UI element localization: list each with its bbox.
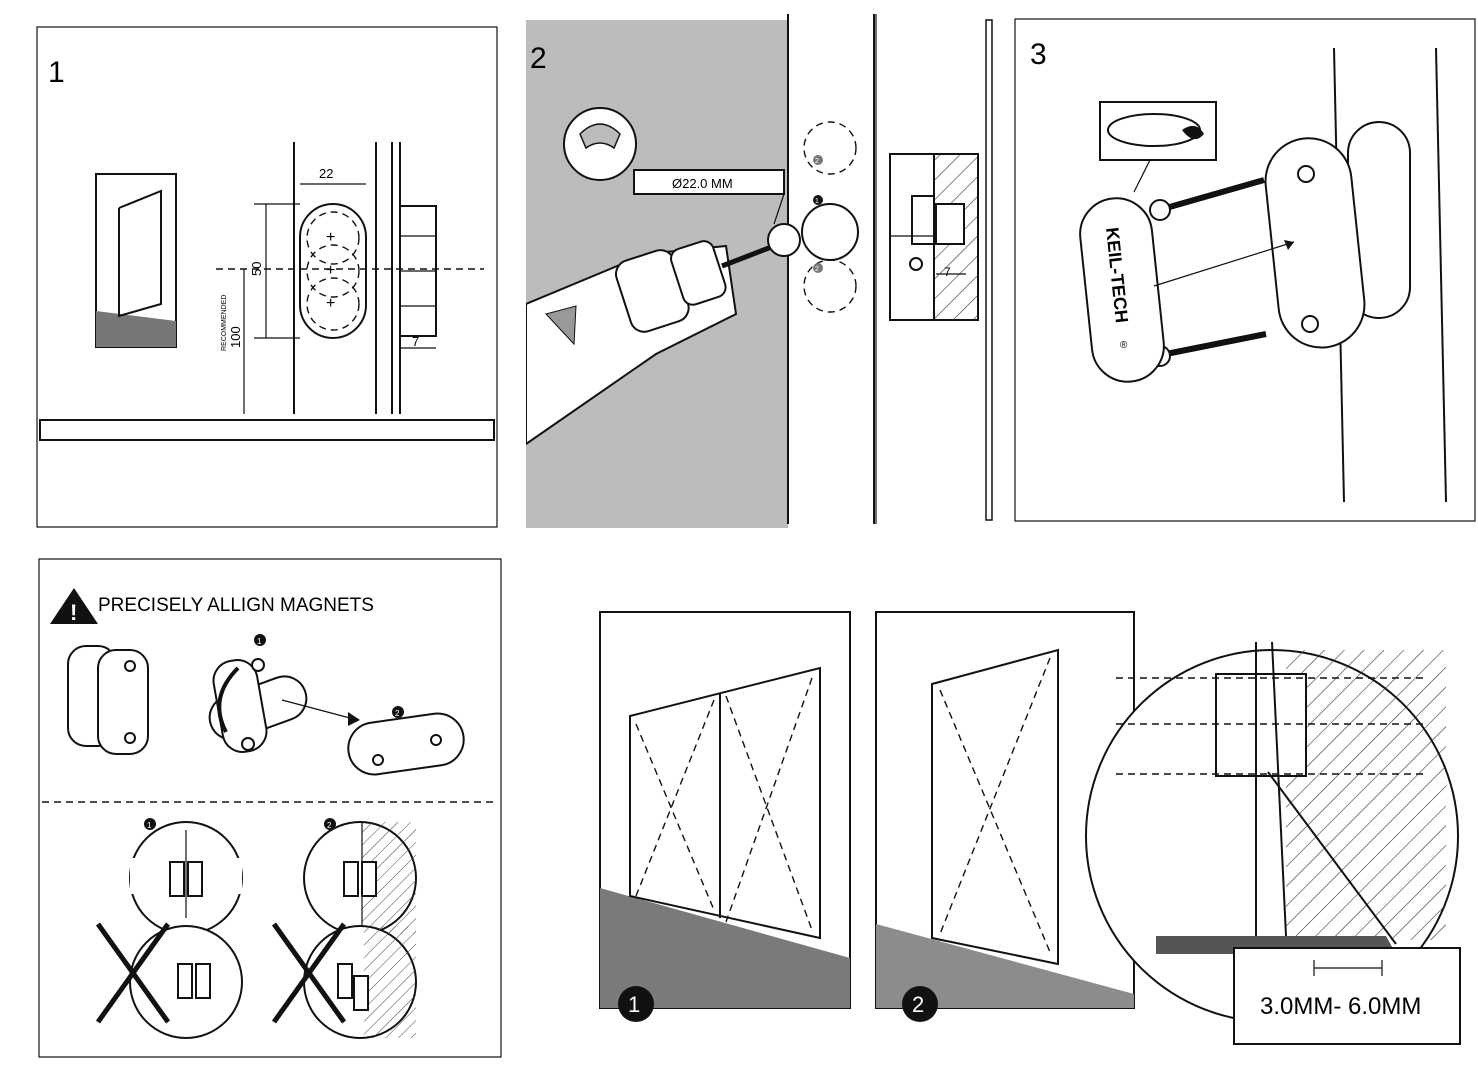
step-2-diagram: 2 Ø22.0 MM 2 1 2 7 [525, 14, 993, 528]
alignment-correct-1: 1 [129, 818, 243, 935]
floor-plank [39, 419, 495, 441]
panel-door-gap: 1 2 3.0MM- 6.0MM [596, 606, 1472, 1050]
panel-step-1: 1 + + + 22 50 RECOMMEND [36, 26, 498, 528]
dim-width: 22 [319, 166, 333, 181]
circle-marker-1: 1 [147, 821, 152, 830]
step-number: 1 [48, 56, 65, 89]
align-diagram: ! PRECISELY ALLIGN MAGNETS 1 2 [38, 558, 502, 1058]
bit-detail-icon [563, 107, 637, 181]
step-number: 3 [1030, 38, 1047, 71]
panel-step-2: 2 Ø22.0 MM 2 1 2 7 [525, 14, 994, 528]
panel-frame [36, 26, 498, 528]
gap-magnifier [1085, 641, 1459, 1023]
peel-step-icon: 1 2 [208, 634, 465, 776]
seq-marker-2: 2 [395, 709, 400, 718]
reg-mark: ® [1120, 340, 1128, 351]
gap-callout [1233, 947, 1461, 1045]
gap-label: 3.0MM- 6.0MM [1260, 993, 1421, 1020]
step-1-diagram: 1 + + + 22 50 RECOMMEND [36, 26, 498, 528]
panel-align-magnets: ! PRECISELY ALLIGN MAGNETS 1 2 [38, 558, 502, 1060]
screw-icon-top [1149, 177, 1265, 221]
step-number: 2 [530, 42, 547, 75]
svg-text:!: ! [70, 600, 77, 625]
magnet-pair-icon [67, 645, 149, 755]
seq-marker-1: 1 [257, 637, 262, 646]
step-3-diagram: 3 KEIL-TECH ® [1014, 18, 1476, 522]
mortise-slot [299, 203, 367, 339]
warning-title: PRECISELY ALLIGN MAGNETS [98, 595, 374, 616]
strike-plate [1264, 137, 1366, 349]
svg-text:+: + [326, 262, 335, 279]
screw-icon-bottom [1149, 331, 1267, 367]
dim-offset: 7 [412, 334, 419, 349]
hole-marker-1: 1 [815, 198, 819, 205]
panel-step-3: 3 KEIL-TECH ® [1014, 18, 1476, 522]
warning-icon [50, 588, 98, 624]
double-door-sketch: 1 [599, 611, 851, 1022]
door-sketch [95, 173, 177, 348]
door-marker-1: 1 [628, 992, 640, 1017]
door-gap-diagram: 1 2 3.0MM- 6.0MM [599, 611, 1461, 1045]
drill-size-label: Ø22.0 MM [672, 176, 733, 191]
alignment-wrong-1 [95, 922, 243, 1039]
recommended-value: 100 [228, 326, 243, 348]
panel-frame [1014, 18, 1476, 522]
alignment-wrong-2 [271, 922, 417, 1039]
drill-icon [525, 223, 801, 446]
circle-marker-2: 2 [327, 821, 332, 830]
hole-marker-2a: 2 [815, 158, 819, 165]
svg-text:+: + [326, 229, 335, 246]
recommended-label: RECOMMENDED [221, 295, 228, 351]
door-marker-2: 2 [912, 992, 924, 1017]
dim-offset: 7 [944, 265, 951, 279]
drill-size-callout [633, 169, 785, 195]
alignment-correct-2: 2 [303, 818, 417, 935]
faceplate [1079, 197, 1165, 383]
hole-marker-2b: 2 [815, 266, 819, 273]
panel-frame [38, 558, 502, 1058]
svg-text:+: + [326, 295, 335, 312]
